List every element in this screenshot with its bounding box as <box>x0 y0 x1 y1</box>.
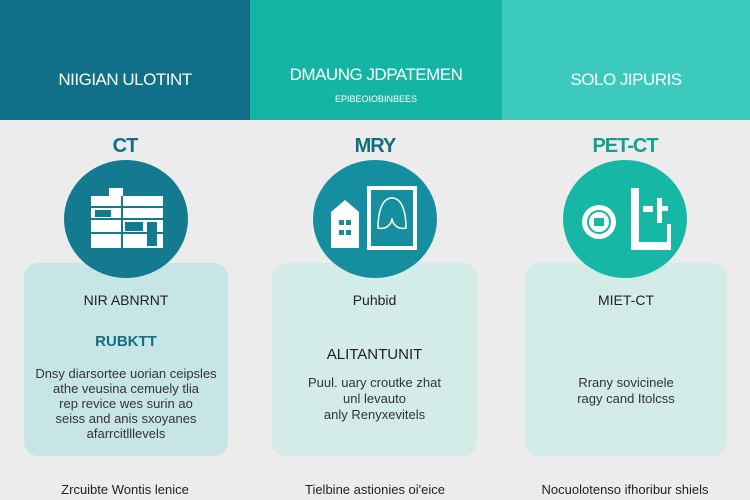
card-ct <box>24 263 228 456</box>
body-line: Puul. uary croutke zhat <box>308 375 441 390</box>
ct-footer: Zrcuibte Wontis lenice <box>61 482 189 497</box>
mri-circle <box>313 160 437 278</box>
card-petct <box>525 263 727 456</box>
body-line: ragy cand Itolcss <box>577 391 675 406</box>
petct-subtitle: MIET-CT <box>598 292 654 308</box>
header-title: DMAUNG JDPATEMEN <box>289 65 463 84</box>
body-line: unl levauto <box>343 391 406 406</box>
body-line: afarrcitlllevels <box>86 426 166 441</box>
header-panel-1: NIIGIAN ULOTINT <box>0 0 250 120</box>
ct-heading: RUBKTT <box>95 333 157 350</box>
body-line: rep revice wes surin ao <box>59 396 193 411</box>
header-title: SOLO JIPURIS <box>570 70 682 89</box>
header-subtitle: EPIBEOIOBINBEES <box>334 94 418 104</box>
body-line: Rrany sovicinele <box>578 375 674 390</box>
column-title-ct: CT <box>112 135 139 157</box>
card-mri <box>272 263 477 456</box>
mri-heading: ALITANTUNIT <box>326 346 423 363</box>
ct-circle <box>64 160 188 278</box>
mri-subtitle: Puhbid <box>352 292 397 308</box>
ct-body: Dnsy diarsortee uorian ceipsles athe veu… <box>24 366 228 441</box>
body-line: athe veusina cemuely tlia <box>53 381 199 396</box>
body-line: Dnsy diarsortee uorian ceipsles <box>35 366 217 381</box>
body-line: seiss and anis sxoyanes <box>55 411 197 426</box>
petct-body: Rrany sovicinele ragy cand Itolcss <box>525 375 727 407</box>
lung-scan-icon <box>331 186 417 250</box>
header-title: NIIGIAN ULOTINT <box>58 70 192 89</box>
column-title-mri: MRY <box>354 135 397 157</box>
mri-footer: Tielbine astionies oi'eice <box>304 482 446 497</box>
ct-subtitle: NIR ABNRNT <box>83 292 169 308</box>
column-title-petct: PET-CT <box>592 135 658 157</box>
petct-circle <box>563 160 687 278</box>
header-panel-2: DMAUNG JDPATEMEN EPIBEOIOBINBEES <box>250 0 502 120</box>
building-icon <box>91 188 163 248</box>
mri-body: Puul. uary croutke zhat unl levauto anly… <box>272 375 477 423</box>
pet-scanner-icon <box>582 188 671 250</box>
header-panel-3: SOLO JIPURIS <box>502 0 750 120</box>
body-line: anly Renyxevitels <box>323 407 426 422</box>
petct-footer: Nocuolotenso ifhoribur shiels <box>541 482 709 497</box>
